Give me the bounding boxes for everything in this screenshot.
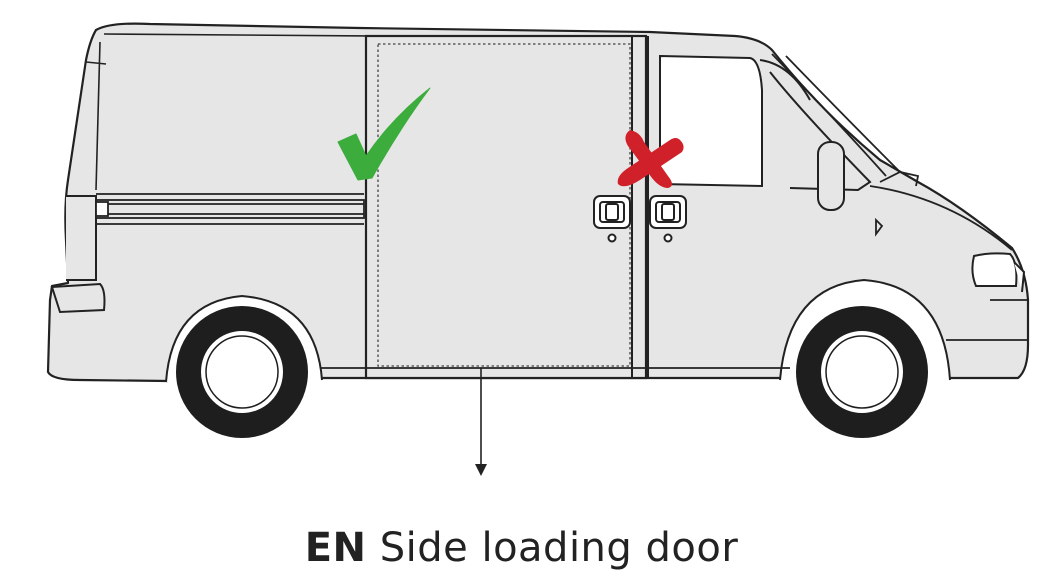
side-indicator [875,217,884,237]
door-outline-dashed [377,43,631,367]
door-caption: EN Side loading door [0,520,1043,576]
front-door [647,36,872,378]
red-cross-icon [617,130,684,188]
caption-label: Side loading door [379,525,739,571]
wiper [879,171,920,187]
front-wheel [796,306,928,438]
side-mirror [817,141,845,211]
caption-language-code: EN [304,525,367,571]
door-handle-sliding [593,195,631,243]
door-handle-front [649,195,687,243]
headlight [971,252,1026,293]
side-rub-strip [95,193,365,225]
door-pointer-arrow [475,368,487,476]
rear-bumper [50,195,106,314]
front-bumper [946,299,1028,341]
bonnet-line [869,185,1013,251]
green-check-icon [337,87,431,181]
windscreen [771,53,901,177]
rear-wheel [176,306,308,438]
